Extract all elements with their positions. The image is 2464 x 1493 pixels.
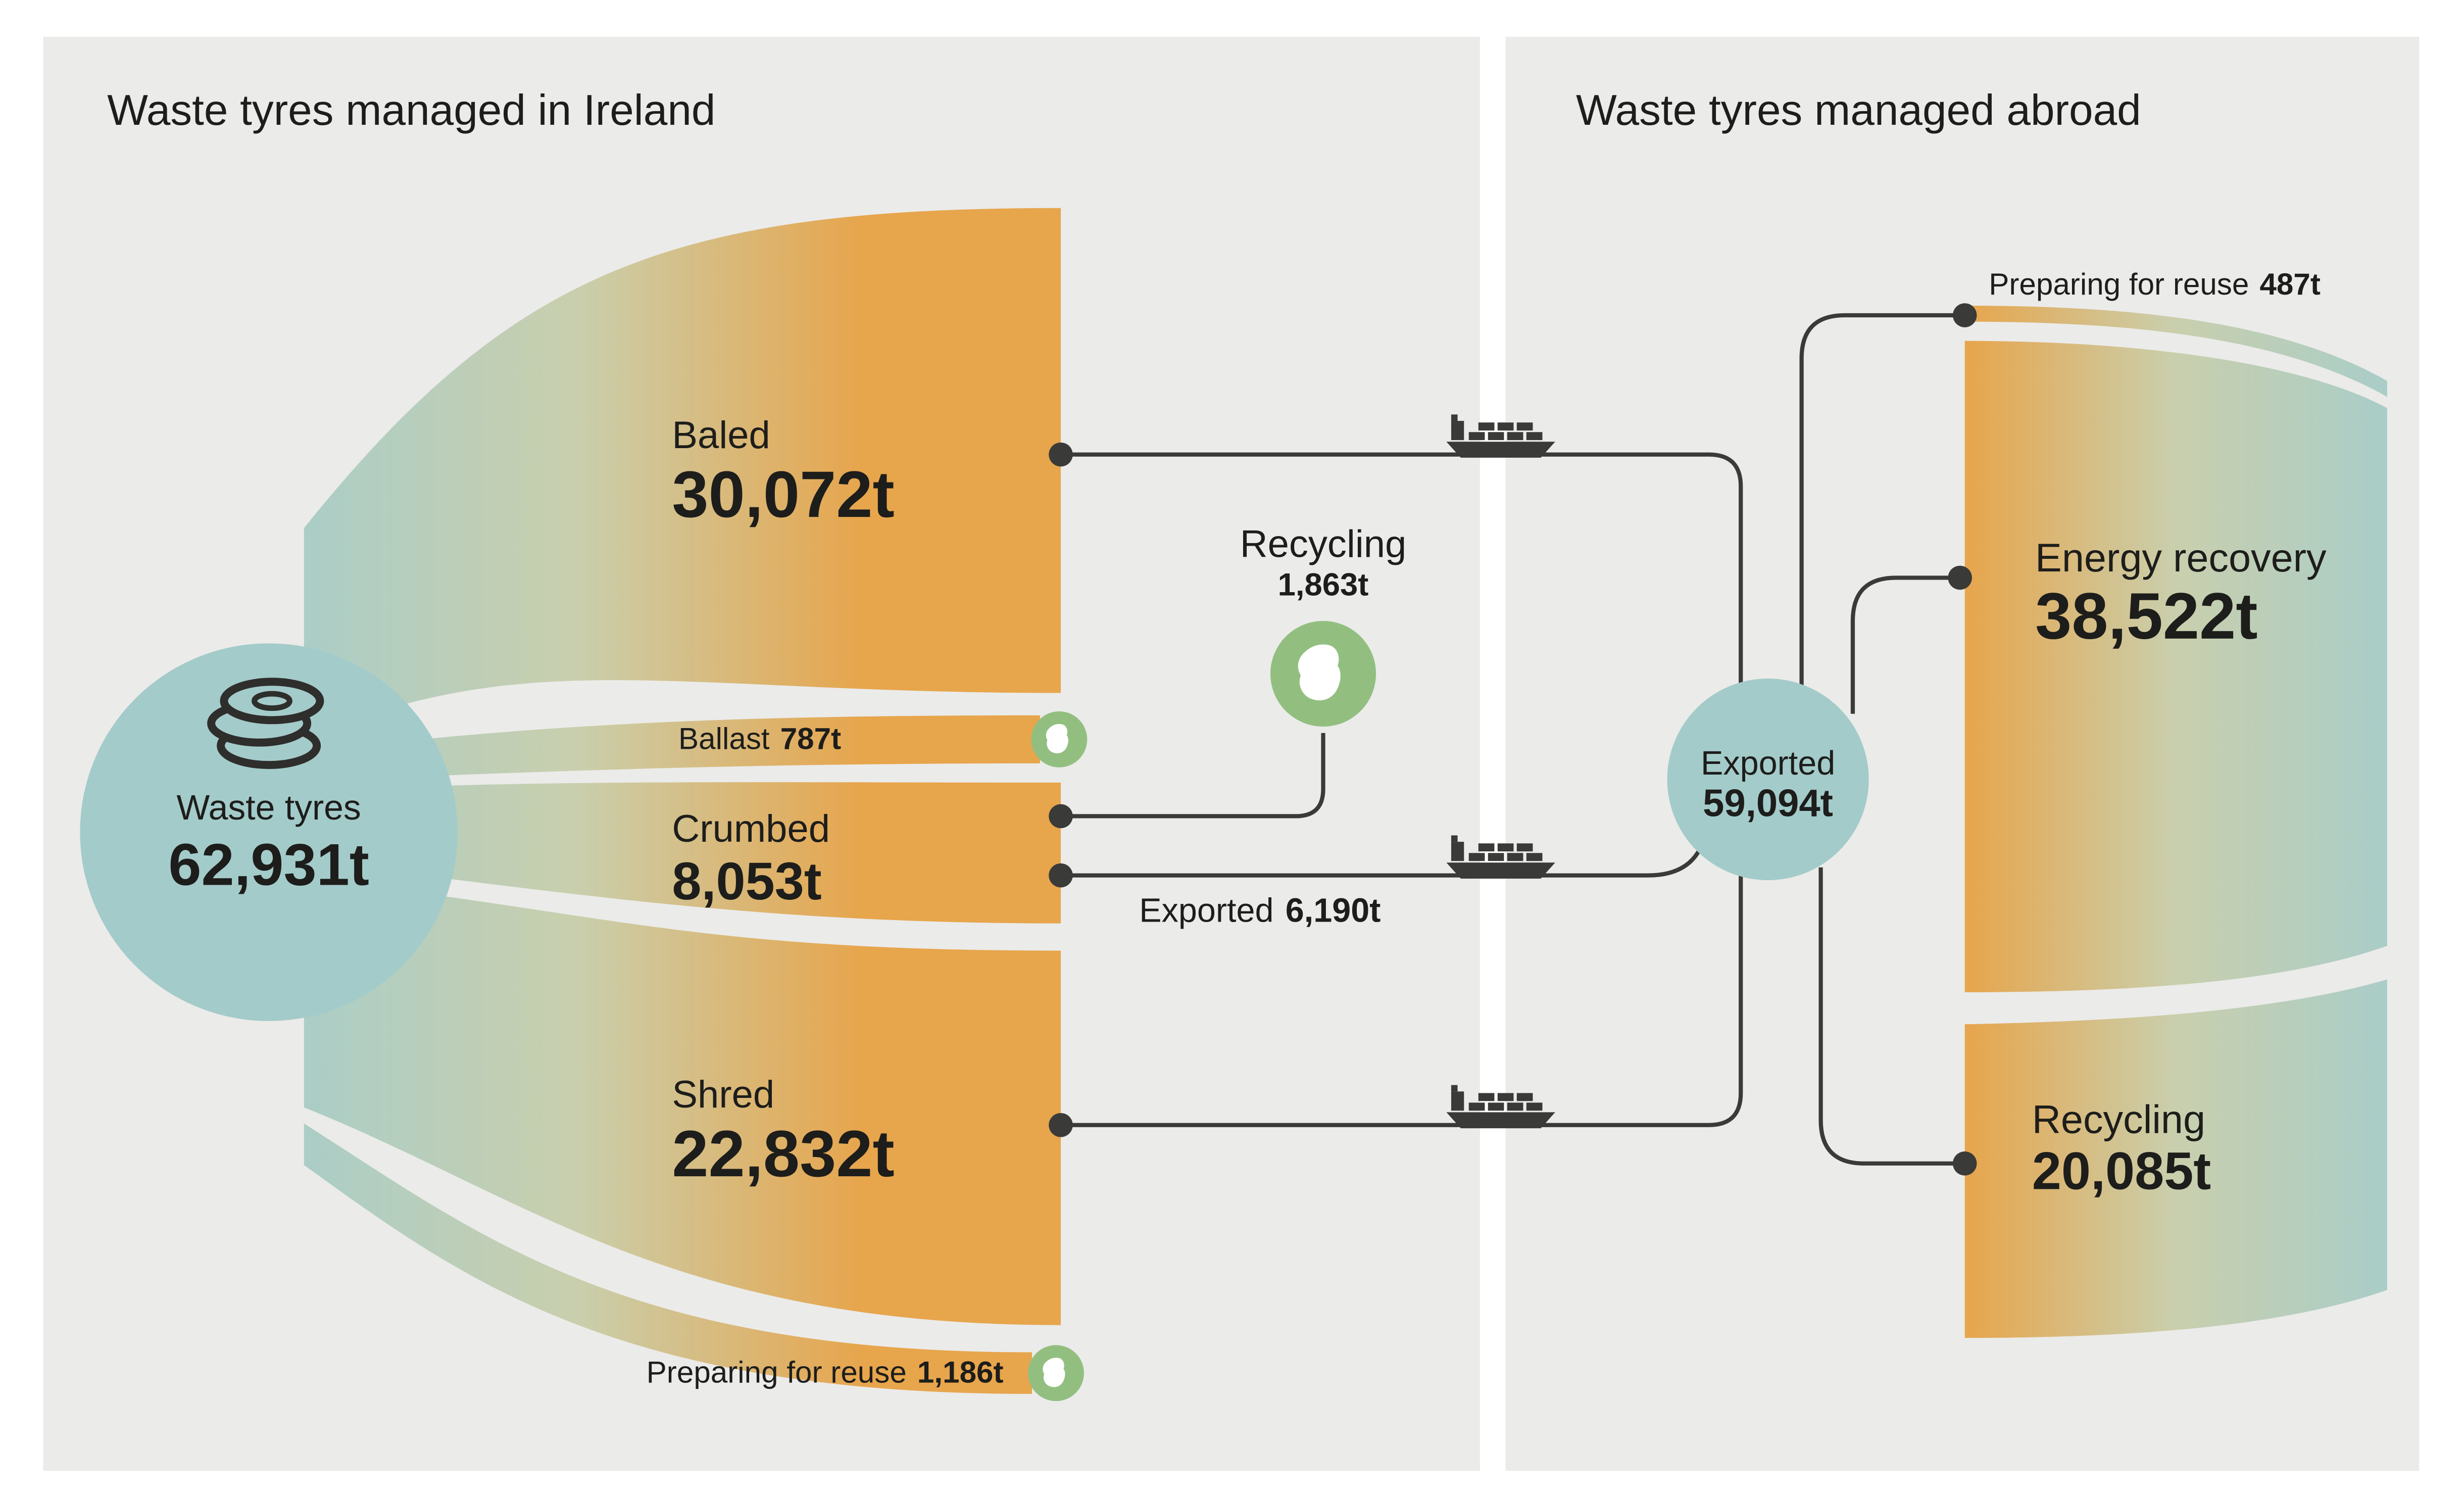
connector-baled-exported bbox=[1061, 452, 1743, 720]
waste-tyres-value: 62,931t bbox=[168, 832, 369, 898]
ireland-map-icon bbox=[1046, 724, 1068, 754]
preparing-reuse-abroad-value: 487t bbox=[2259, 269, 2321, 303]
crumbed-label: Crumbed bbox=[672, 808, 830, 852]
ballast-label-block: Ballast 787t bbox=[678, 724, 841, 757]
shred-label-block: Shred 22,832t bbox=[672, 1074, 895, 1192]
baled-value: 30,072t bbox=[672, 457, 895, 532]
ireland-destination-preparing-reuse bbox=[1028, 1345, 1084, 1402]
ireland-map-icon bbox=[1043, 1358, 1065, 1387]
connector-shred-exported bbox=[1061, 845, 1743, 1127]
baled-label-block: Baled 30,072t bbox=[672, 414, 895, 533]
node-dot-crumbed-recycling bbox=[1049, 804, 1073, 829]
exported-ireland-label-block: Exported 6,190t bbox=[1139, 893, 1381, 930]
exported-node-label: Exported bbox=[1700, 746, 1836, 783]
flow-ballast bbox=[304, 715, 1040, 781]
energy-recovery-value: 38,522t bbox=[2035, 579, 2258, 653]
preparing-reuse-ireland-label-block: Preparing for reuse 1,186t bbox=[647, 1357, 1004, 1391]
flow-recycling-abroad bbox=[1964, 979, 2387, 1338]
flow-preparing-reuse-abroad bbox=[1964, 305, 2387, 397]
recycling-ireland-label: Recycling bbox=[1240, 523, 1407, 567]
shred-value: 22,832t bbox=[672, 1117, 895, 1191]
flow-shred bbox=[304, 878, 1061, 1325]
node-dot-shred bbox=[1049, 1113, 1073, 1137]
preparing-reuse-abroad-label: Preparing for reuse bbox=[1989, 269, 2249, 303]
node-dot-preparing-abroad bbox=[1952, 303, 1977, 327]
container-ship-icon bbox=[1446, 1085, 1555, 1129]
preparing-reuse-ireland-label: Preparing for reuse bbox=[646, 1357, 907, 1391]
preparing-reuse-ireland-value: 1,186t bbox=[917, 1357, 1004, 1391]
crumbed-label-block: Crumbed 8,053t bbox=[672, 808, 830, 912]
exported-node-value: 59,094t bbox=[1703, 782, 1834, 826]
recycling-abroad-value: 20,085t bbox=[2032, 1141, 2211, 1200]
energy-recovery-label-block: Energy recovery 38,522t bbox=[2035, 536, 2327, 654]
ballast-value: 787t bbox=[780, 723, 842, 757]
container-ship-icon bbox=[1446, 414, 1555, 458]
connector-exported-preparing-abroad bbox=[1799, 313, 1955, 711]
connector-crumbed-recycling-ireland bbox=[1061, 733, 1325, 818]
node-dot-recycling-abroad bbox=[1952, 1151, 1977, 1176]
flow-crumbed bbox=[304, 782, 1061, 924]
connector-crumbed-exported bbox=[1061, 818, 1722, 878]
ireland-destination-recycling bbox=[1270, 620, 1376, 727]
left-panel-title: Waste tyres managed in Ireland bbox=[107, 86, 716, 135]
flow-baled bbox=[304, 208, 1061, 740]
waste-tyres-node-circle bbox=[80, 643, 458, 1021]
recycling-abroad-label-block: Recycling 20,085t bbox=[2032, 1098, 2211, 1202]
node-dot-energy-recovery bbox=[1948, 565, 1972, 590]
shred-label: Shred bbox=[672, 1074, 775, 1117]
flow-preparing-reuse-ireland bbox=[304, 1123, 1032, 1394]
ireland-map-icon bbox=[1298, 644, 1341, 701]
node-dot-baled bbox=[1049, 442, 1073, 467]
baled-label: Baled bbox=[672, 414, 770, 458]
recycling-abroad-label: Recycling bbox=[2032, 1097, 2206, 1143]
node-dot-crumbed-export bbox=[1049, 863, 1073, 888]
preparing-reuse-abroad-label-block: Preparing for reuse 487t bbox=[1989, 269, 2321, 303]
energy-recovery-label: Energy recovery bbox=[2035, 536, 2327, 581]
recycling-ireland-label-block: Recycling 1,863t bbox=[1240, 523, 1407, 604]
tyre-stack-icon bbox=[207, 678, 324, 769]
right-panel-title: Waste tyres managed abroad bbox=[1575, 86, 2141, 135]
exported-ireland-value: 6,190t bbox=[1285, 893, 1381, 930]
exported-node-circle bbox=[1667, 679, 1869, 881]
container-ship-icon bbox=[1446, 835, 1555, 879]
exported-ireland-label: Exported bbox=[1139, 893, 1274, 930]
ballast-label: Ballast bbox=[678, 723, 770, 757]
crumbed-value: 8,053t bbox=[672, 851, 822, 910]
recycling-ireland-value: 1,863t bbox=[1277, 568, 1369, 603]
ireland-destination-ballast bbox=[1031, 711, 1088, 767]
connector-exported-recycling-abroad bbox=[1818, 867, 1955, 1166]
flow-energy-recovery bbox=[1964, 341, 2387, 992]
connector-exported-energy-recovery bbox=[1850, 575, 1951, 714]
waste-tyres-label: Waste tyres bbox=[176, 787, 361, 828]
